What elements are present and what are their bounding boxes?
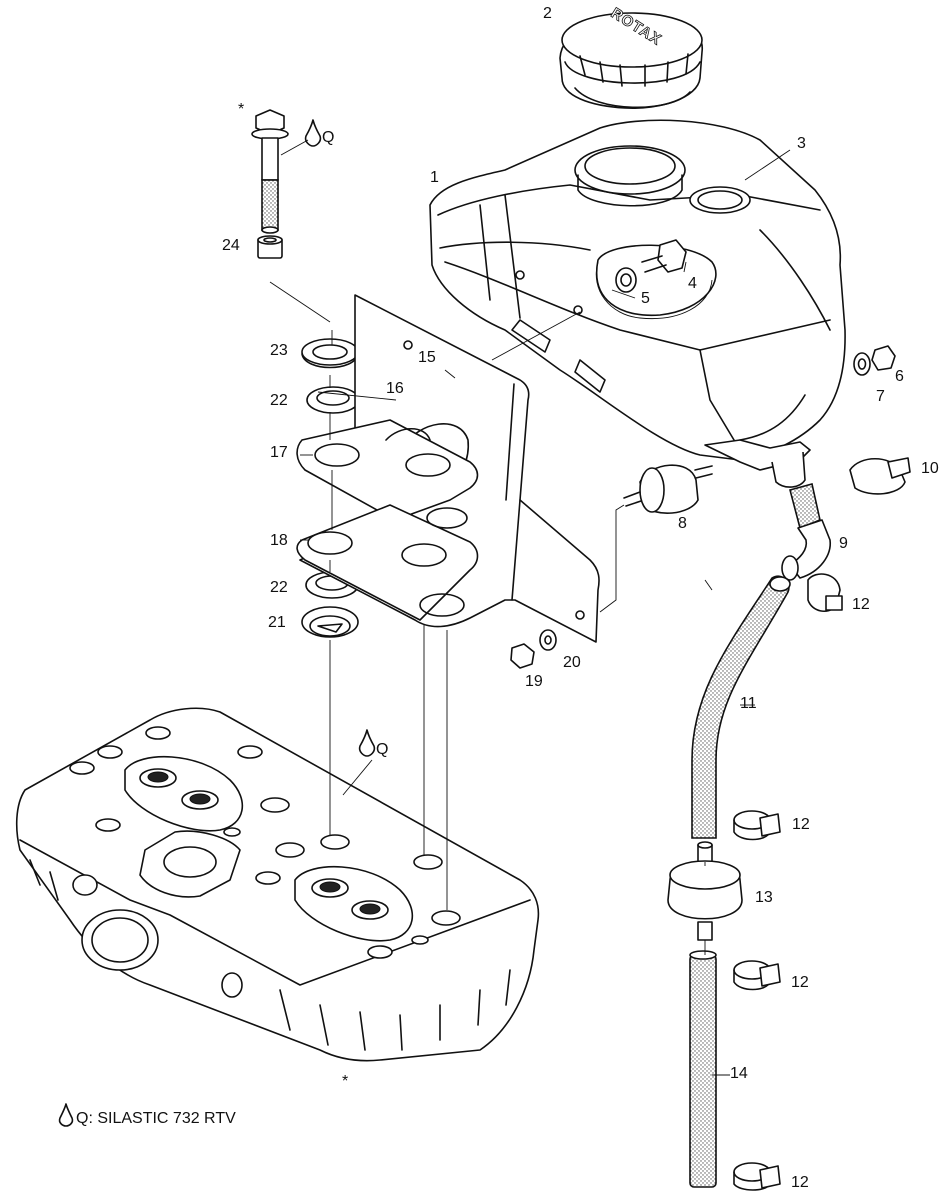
clamp-part-12a: [807, 573, 843, 613]
callout-number: 22: [270, 579, 288, 596]
callout-number: 12: [791, 974, 809, 991]
sealant-drop-icon: [304, 119, 322, 147]
callout-number: 6: [895, 368, 904, 385]
grommet-part-23: [301, 338, 359, 369]
asterisk-mark: *: [342, 1073, 348, 1090]
filler-cap-part: ROTAX: [559, 4, 703, 109]
callout-number: 19: [525, 673, 543, 690]
callout-number: 8: [678, 515, 687, 532]
callout-number: 12: [852, 596, 870, 613]
callout-number: 15: [418, 349, 436, 366]
callout-number: 12: [791, 1174, 809, 1191]
legend-text: Q: SILASTIC 732 RTV: [76, 1110, 236, 1127]
washer-part-22a: [306, 386, 360, 414]
nut-washer-part: [853, 345, 896, 376]
sealant-drop-icon: [358, 729, 376, 757]
callout-number: 1: [430, 169, 439, 186]
callout-number: 11: [740, 695, 757, 712]
elbow-fitting-part: [781, 483, 831, 581]
washer-part-20: [539, 629, 557, 651]
clamp-part-12c: [733, 960, 781, 991]
hose-part-11: [691, 575, 791, 839]
callout-number: 24: [222, 237, 240, 254]
callout-number: 21: [268, 614, 286, 631]
clamp-part-12d: [733, 1162, 781, 1191]
callout-number: 3: [797, 135, 806, 152]
callout-number: 23: [270, 342, 288, 359]
cylinder-head-part: [15, 707, 540, 1062]
callout-number: 20: [563, 654, 581, 671]
sealant-label: Q: [322, 129, 334, 146]
grommet-part-21: [301, 606, 359, 638]
callout-number: 14: [730, 1065, 748, 1082]
callout-number: 16: [386, 380, 404, 397]
callout-number: 22: [270, 392, 288, 409]
callout-number: 17: [270, 444, 288, 461]
nut-part-19: [510, 643, 535, 669]
filter-part-13: [667, 841, 743, 941]
gasket-part-18: [296, 504, 479, 621]
rubber-mount-part: [623, 464, 713, 515]
asterisk-mark: *: [238, 101, 244, 118]
leader-lines: [269, 139, 791, 1076]
callout-number: 12: [792, 816, 810, 833]
callout-number: 7: [876, 388, 885, 405]
bolt-part: [251, 109, 289, 234]
callout-number: 5: [641, 290, 650, 307]
clamp-part-12b: [733, 810, 781, 841]
callout-number: 13: [755, 889, 773, 906]
clamp-part-10: [849, 457, 911, 495]
callout-number: 18: [270, 532, 288, 549]
sealant-drop-icon: [58, 1103, 74, 1127]
hose-part-14: [689, 950, 717, 1188]
callout-number: 4: [688, 275, 697, 292]
gasket-part-17: [296, 419, 479, 521]
callout-number: 9: [839, 535, 848, 552]
sealant-label: Q: [376, 741, 388, 758]
oil-tank-part: [429, 119, 846, 488]
callout-number: 2: [543, 5, 552, 22]
breather-fitting-part: [615, 239, 687, 293]
spacer-part-24: [257, 235, 283, 259]
callout-number: 10: [921, 460, 939, 477]
